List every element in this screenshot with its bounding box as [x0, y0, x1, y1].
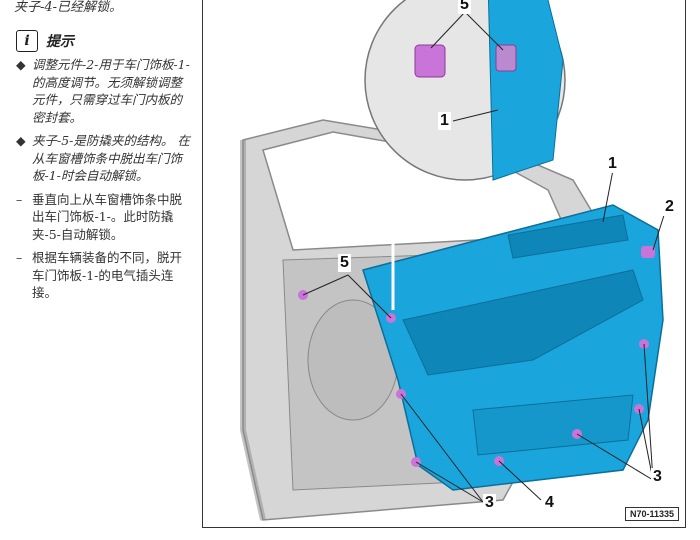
callout-4: 4: [543, 494, 556, 512]
door-edge: [240, 140, 266, 521]
note-item: ◆ 夹子-5-是防撬夹的结构。 在从车窗槽饰条中脱出车门饰板-1-时会自动解锁。: [8, 132, 194, 185]
illustration-svg: [240, 0, 666, 521]
leader-line: [498, 460, 542, 501]
leader-line: [430, 11, 466, 49]
leader-line: [452, 109, 499, 122]
step-text: 根据车辆装备的不同，脱开车门饰板-1-的电气插头连接。: [32, 250, 183, 300]
bullet: ◆: [16, 133, 26, 148]
leader-line: [400, 393, 484, 503]
step-text: 垂直向上从车窗槽饰条中脱出车门饰板-1-。此时防撬夹-5-自动解锁。: [32, 191, 183, 242]
bullet: –: [16, 250, 23, 265]
adjuster-element: [641, 246, 655, 258]
instruction-column: 夹子-4-已经解锁。 i 提示 ◆ 调整元件-2-用于车门饰板-1-的高度调节。…: [0, 0, 200, 540]
leader-line: [638, 408, 654, 481]
leader-line: [652, 211, 666, 251]
note-header: i 提示: [16, 30, 74, 52]
callout-2: 2: [663, 198, 676, 216]
magnified-clip: [414, 44, 446, 78]
leader-line: [602, 169, 614, 223]
armrest-shape: [402, 269, 644, 376]
figure-code: N70-11335: [624, 507, 679, 521]
leader-line: [347, 274, 392, 319]
leader-line: [415, 461, 484, 503]
callout-1-right: 1: [606, 155, 619, 173]
magnified-panel: [487, 0, 564, 181]
leader-line: [464, 11, 504, 51]
callout-5-top: 5: [458, 0, 471, 14]
magnified-clip: [495, 44, 517, 72]
callout-1-top: 1: [438, 112, 451, 130]
note-list: ◆ 调整元件-2-用于车门饰板-1-的高度调节。无须解锁调整元件，只需穿过车门内…: [8, 56, 194, 308]
leader-line: [302, 274, 349, 296]
step-item: – 垂直向上从车窗槽饰条中脱出车门饰板-1-。此时防撬夹-5-自动解锁。: [8, 191, 194, 244]
handle-recess: [507, 214, 629, 259]
note-text: 调整元件-2-用于车门饰板-1-的高度调节。无须解锁调整元件，只需穿过车门内板的…: [32, 57, 190, 125]
pocket: [472, 394, 634, 456]
bullet: ◆: [16, 57, 26, 72]
note-text: 夹子-5-是防撬夹的结构。 在从车窗槽饰条中脱出车门饰板-1-时会自动解锁。: [32, 133, 190, 183]
bullet: –: [16, 191, 23, 207]
callout-3-left: 3: [483, 494, 496, 512]
leader-line: [576, 433, 654, 481]
step-text: 夹子-4-已经解锁。: [14, 0, 123, 15]
door-trim-illustration: 5 1 1 2 5 3 4 3 N70-11335: [202, 0, 686, 528]
callout-5-left: 5: [338, 254, 351, 272]
info-icon: i: [16, 30, 38, 52]
note-item: ◆ 调整元件-2-用于车门饰板-1-的高度调节。无须解锁调整元件，只需穿过车门内…: [8, 56, 194, 126]
note-title: 提示: [46, 34, 74, 50]
step-item: – 根据车辆装备的不同，脱开车门饰板-1-的电气插头连接。: [8, 249, 194, 302]
callout-3-right: 3: [651, 468, 664, 486]
leader-line: [643, 343, 654, 481]
